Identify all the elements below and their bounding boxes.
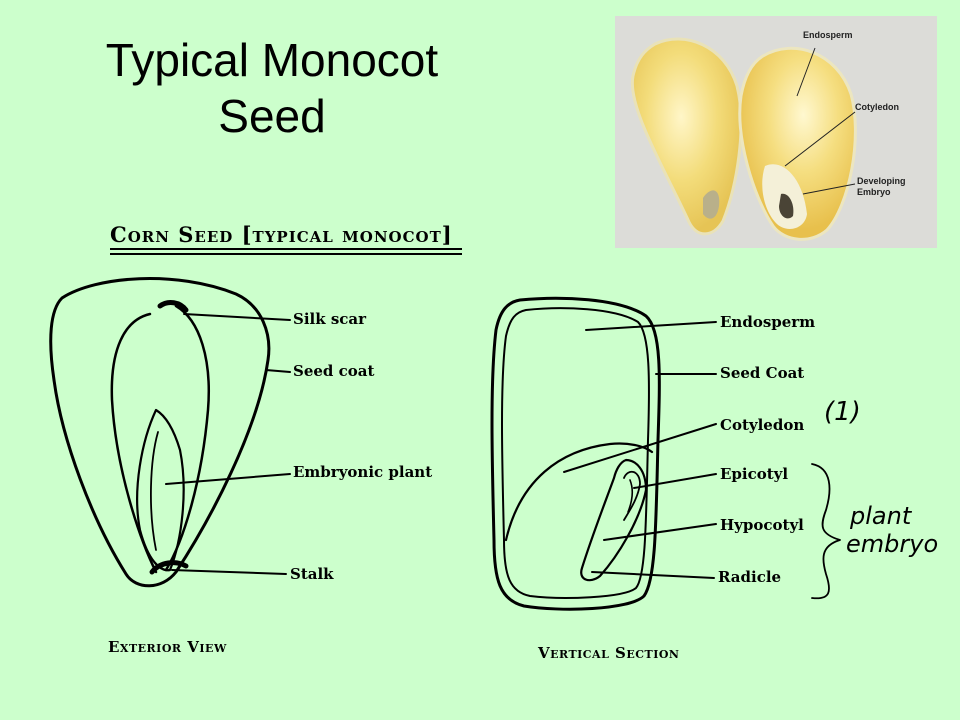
photo-label-cotyledon: Cotyledon [855,102,899,112]
label-silk-scar: Silk scar [293,310,367,328]
exterior-embryonic-plant [136,408,185,572]
slide-title: Typical Monocot Seed [62,32,482,144]
handwritten-embryo: embryo [846,530,939,558]
label-seed-coat: Seed coat [293,362,375,380]
label-stalk: Stalk [290,565,334,583]
label-radicle: Radicle [718,568,782,586]
label-cotyledon: Cotyledon [720,416,805,434]
handwritten-count: (1) [824,397,861,427]
label-epicotyl: Epicotyl [720,465,789,483]
vertical-embryo [580,458,648,582]
vertical-cotyledon-curve [504,442,654,542]
caption-exterior-view: Exterior View [108,638,227,656]
label-seed-coat-section: Seed Coat [720,364,805,382]
exterior-embryo-outline [110,312,158,574]
corn-kernel-photo: Endosperm Cotyledon Developing Embryo [615,16,937,248]
title-line-1: Typical Monocot [105,34,439,86]
handwritten-plant: plant [850,502,912,530]
heading-underline-bottom [110,253,462,255]
photo-label-embryo: Embryo [857,187,891,197]
label-embryonic-plant: Embryonic plant [293,463,433,481]
label-endosperm: Endosperm [720,313,816,331]
label-hypocotyl: Hypocotyl [720,516,804,534]
photo-label-developing: Developing [857,176,906,186]
vertical-section-outline [490,296,661,611]
heading-underline-top [110,248,462,250]
kernel-photo-illustration [615,16,937,248]
title-line-2: Seed [218,90,326,142]
caption-vertical-section: Vertical Section [538,644,680,662]
diagram-heading: Corn Seed [typical monocot] [110,222,453,247]
photo-label-endosperm: Endosperm [803,30,853,40]
handwritten-brace [811,463,841,600]
exterior-seed-coat-outline [49,277,271,588]
